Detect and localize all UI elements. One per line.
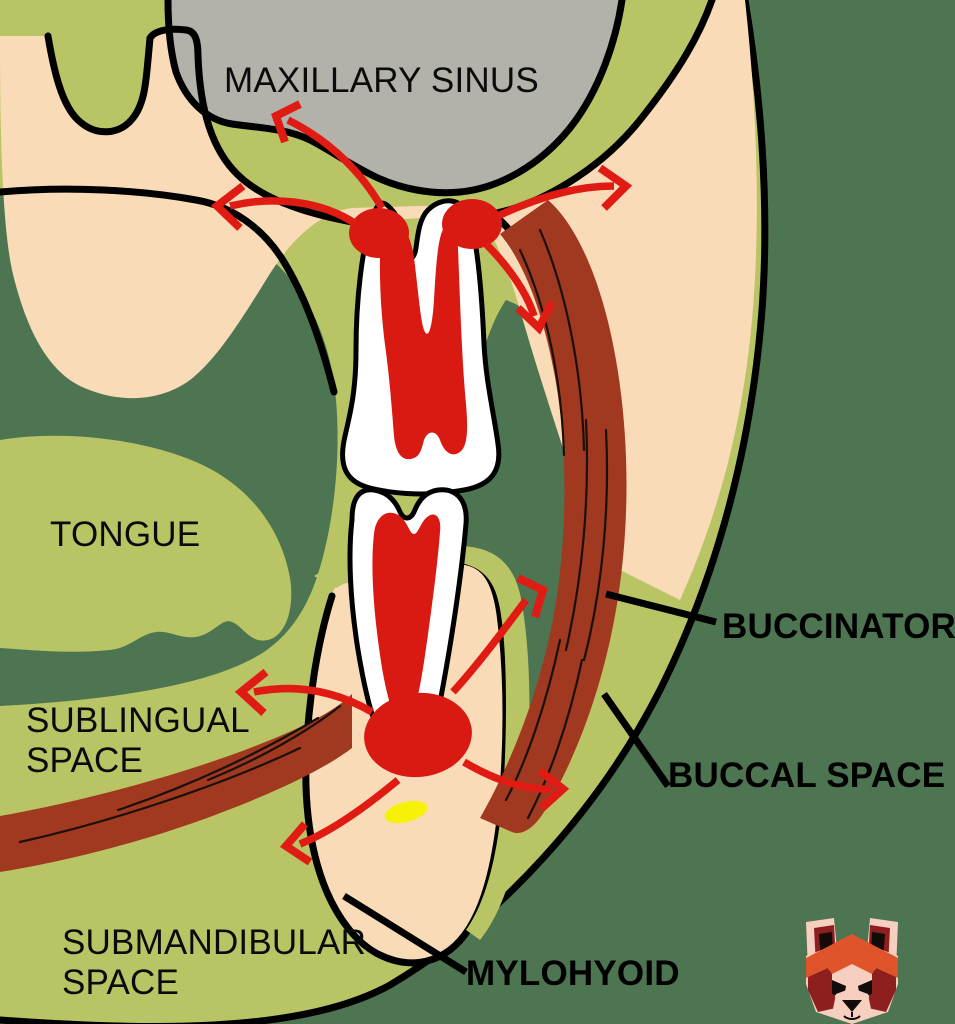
arrow-to-buccal-space-upper [483,241,538,318]
arrow-to-palate-head [210,182,246,231]
maxilla-left-outline [44,25,356,226]
label-tongue: TONGUE [50,515,200,554]
label-buccinator: BUCCINATOR [722,607,955,646]
red-panda-nose [842,1000,862,1012]
label-submandibular-space-line2: SPACE [62,963,179,1002]
red-panda-mouth [843,1012,861,1020]
tongue-body [0,435,292,652]
leader-buccinator [605,590,717,626]
arrow-to-palate [229,197,359,228]
red-panda-forehead [828,934,876,970]
periapical-abscess-maxillary-buccal [442,199,502,249]
buccinator-fiber-3 [564,418,589,652]
maxillary-molar-pulp [379,221,468,460]
periapical-abscess-mandibular [364,692,472,778]
arrow-to-submandibular-space-head [280,821,313,866]
maxillary-sinus-outline [164,0,626,197]
mylohyoid-fiber-2 [116,716,320,812]
arrow-to-maxillary-sinus [286,116,386,210]
mylohyoid-fiber-3 [206,704,342,782]
arrow-to-buccal-space-upper-head [515,300,556,335]
arrow-to-sublingual-space [253,684,374,716]
label-sublingual-space-line2: SPACE [26,741,143,780]
buccinator-fiber-2 [518,248,566,457]
arrow-to-mandibular-vestibule [450,597,530,695]
face-outline [0,0,769,1024]
buccinator-fiber-1 [538,228,586,452]
yellow-highlight-marker [384,800,428,824]
leader-mylohyoid [342,893,468,975]
periapical-abscess-maxillary-palatal [349,208,409,258]
arrow-to-submandibular-space [298,777,401,848]
label-maxillary-sinus: MAXILLARY SINUS [224,61,539,100]
arrow-to-mandibular-vestibule-head [516,574,548,619]
arrow-to-buccal-space-lower [462,758,553,793]
mandibular-molar-pulp [372,512,441,728]
mylohyoid-fiber-1 [18,746,302,844]
arrow-to-maxillary-vestibule [496,182,615,220]
maxillary-sinus-cavity [168,0,622,193]
label-submandibular-space-line1: SUBMANDIBULAR [62,923,366,962]
red-panda-brow [832,964,872,982]
label-buccal-space: BUCCAL SPACE [668,756,945,795]
mylohyoid-muscle [0,694,352,872]
buccinator-fiber-4 [582,428,609,662]
arrow-to-buccal-space-lower-head [537,767,570,811]
maxilla-alveolus-left-outline [0,185,338,396]
arrow-to-sublingual-space-head [234,668,269,716]
buccinator-fiber-6 [526,658,584,820]
arrow-to-maxillary-sinus-head [271,100,302,144]
label-sublingual-space-line1: SUBLINGUAL [26,701,250,740]
red-panda-logo [806,918,898,1024]
label-mylohyoid: MYLOHYOID [466,954,680,993]
buccinator-muscle [480,200,627,834]
leader-buccal-space [601,692,671,788]
mandible-gingiva [314,545,530,940]
arrow-to-maxillary-vestibule-head [597,164,633,211]
